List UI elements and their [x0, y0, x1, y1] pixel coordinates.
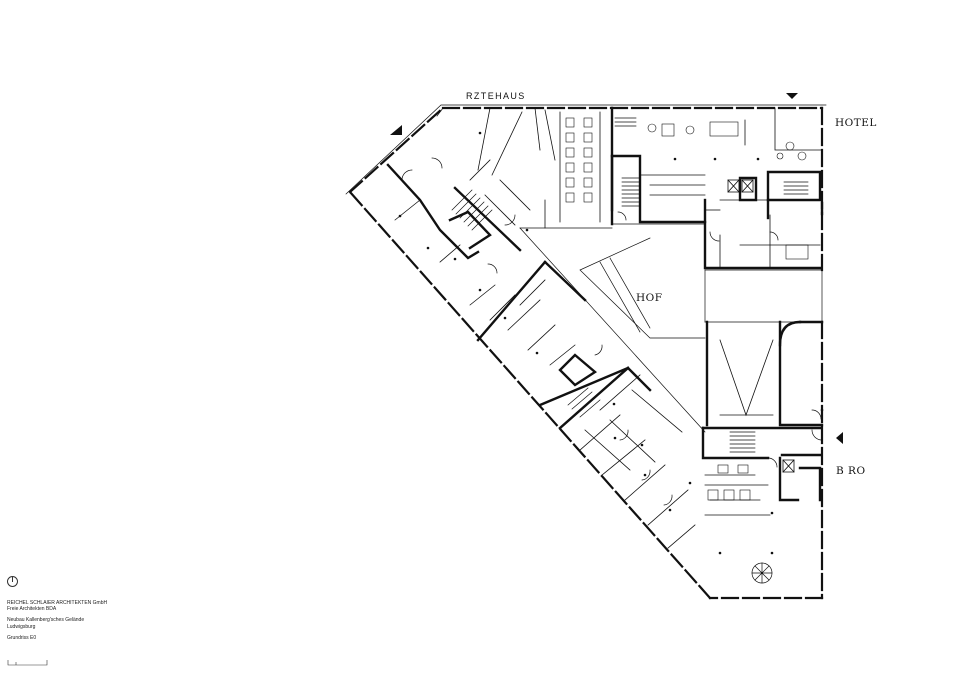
hotel-walls: [610, 106, 824, 270]
title-block: REICHEL SCHLAIER ARCHITEKTEN GmbH Freie …: [7, 600, 107, 641]
label-hof: HOF: [636, 292, 663, 304]
title-block-project: Neubau Kallenberg'sches Gelände: [7, 617, 85, 624]
elevators: [727, 179, 795, 473]
spiral-stair: [751, 562, 773, 584]
label-aerztehaus: RZTEHAUS: [466, 91, 526, 101]
columns: [398, 131, 824, 555]
title-block-drawing: Grundriss E0: [7, 634, 37, 641]
entrance-marker-icon: [390, 125, 402, 135]
stair-hotel: [614, 117, 809, 207]
title-block-location: Ludwigsburg: [7, 623, 36, 630]
diagonal-wing-walls: [386, 163, 652, 430]
stair-wing: [567, 387, 601, 418]
entrance-marker-icon: [786, 93, 798, 99]
furniture: [565, 117, 809, 501]
outer-facade: [348, 106, 824, 600]
title-block-firm: REICHEL SCHLAIER ARCHITEKTEN GmbH: [7, 600, 108, 606]
door-swings: [401, 157, 823, 506]
north-arrow-icon: [7, 576, 18, 587]
stair-buero: [729, 431, 756, 453]
buero-walls: [701, 320, 824, 502]
title-block-firm-subtitle: Freie Architekten BDA: [7, 606, 57, 613]
stair-aerztehaus: [451, 189, 493, 231]
label-buero: B RO: [836, 465, 866, 477]
entrance-markers: [390, 93, 843, 444]
entrance-marker-icon: [836, 432, 843, 444]
label-hotel: HOTEL: [835, 117, 877, 129]
room-partitions: [394, 199, 696, 549]
scale-bar-icon: [7, 660, 48, 666]
